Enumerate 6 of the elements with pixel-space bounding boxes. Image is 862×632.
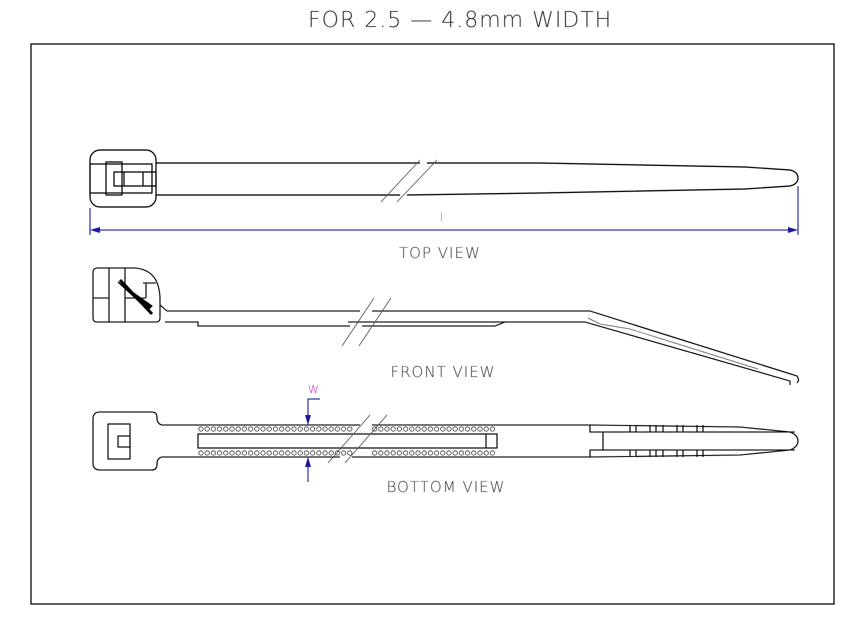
drawing-title: FOR 2.5 — 4.8mm WIDTH <box>308 10 612 32</box>
view-label: TOP VIEW <box>399 246 481 261</box>
dimension-label: W <box>308 384 320 395</box>
dimension-label: l <box>440 212 444 223</box>
view-label: FRONT VIEW <box>390 365 496 380</box>
view-label: BOTTOM VIEW <box>386 480 506 495</box>
